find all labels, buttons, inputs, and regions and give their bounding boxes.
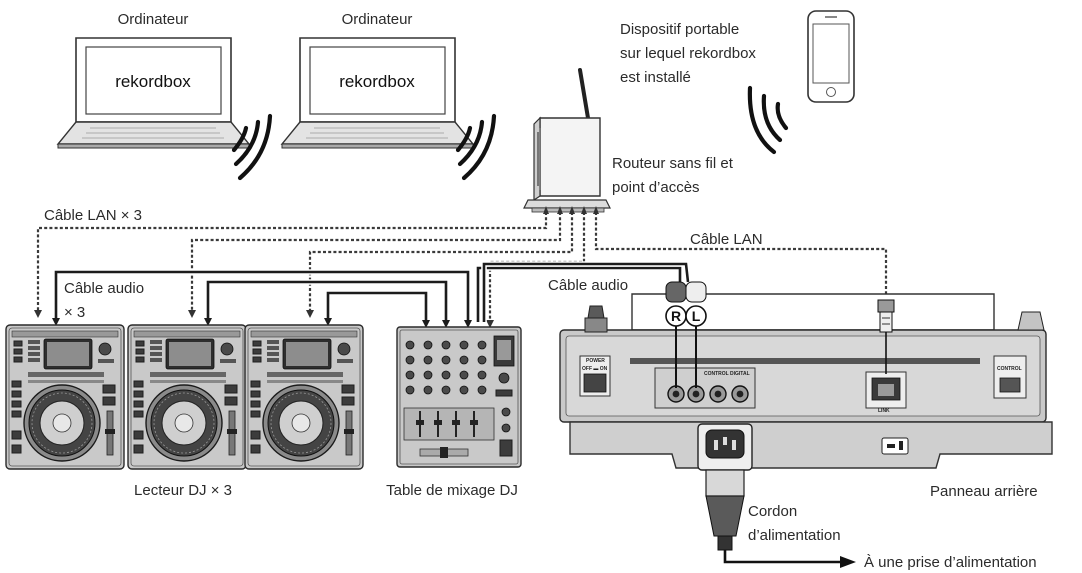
router-label-line-2: point d’accès	[612, 179, 700, 196]
power-cord-label-line-2: d’alimentation	[748, 527, 841, 544]
power-cord-label-line-1: Cordon	[748, 503, 797, 520]
portable-label-line-3: est installé	[620, 69, 691, 86]
audio-cable-x3-label-line-1: Câble audio	[64, 280, 144, 297]
computer-1-screen-text: rekordbox	[115, 72, 191, 91]
rear-panel	[559, 293, 1053, 471]
rear-link-marking: LINK	[878, 408, 890, 414]
power-cord	[705, 469, 856, 568]
rca-plug-r-label: R	[671, 308, 681, 324]
rca-plug-r	[665, 281, 687, 388]
lan-arrowheads	[34, 206, 599, 328]
lan-plug	[877, 299, 895, 374]
power-outlet-label: À une prise d’alimentation	[864, 554, 1037, 571]
audio-cables	[53, 261, 691, 322]
wifi-icon	[231, 113, 273, 181]
dj-player-1	[5, 324, 125, 470]
rear-digital-marking: DIGITAL	[730, 371, 750, 377]
dj-player-3	[244, 324, 364, 470]
computer-2-label: Ordinateur	[342, 11, 413, 28]
portable-device	[807, 10, 855, 103]
mixer-label: Table de mixage DJ	[386, 482, 518, 499]
computer-1	[56, 37, 251, 149]
router-label-line-1: Routeur sans fil et	[612, 155, 734, 172]
computer-2-screen-text: rekordbox	[339, 72, 415, 91]
dj-mixer	[396, 326, 522, 468]
rca-plug-l	[685, 281, 707, 388]
portable-label-line-2: sur lequel rekordbox	[620, 45, 756, 62]
rear-usb-control-marking: CONTROL	[997, 366, 1022, 372]
computer-2	[280, 37, 475, 149]
audio-cable-x3-label-line-2: × 3	[64, 304, 85, 321]
audio-arrowheads	[52, 318, 472, 328]
computer-1-label: Ordinateur	[118, 11, 189, 28]
portable-label-line-1: Dispositif portable	[620, 21, 739, 38]
rear-panel-label: Panneau arrière	[930, 483, 1038, 500]
audio-cable-label: Câble audio	[548, 277, 628, 294]
rca-plug-l-label: L	[692, 308, 701, 324]
dj-player-2	[127, 324, 247, 470]
rear-off-on-marking: OFF ▬ ON	[582, 366, 608, 372]
wireless-router	[523, 68, 611, 213]
wifi-icon	[747, 85, 789, 155]
lan-cables	[35, 212, 889, 322]
lan-cable-label: Câble LAN	[690, 231, 763, 248]
lan-cable-x3-label: Câble LAN × 3	[44, 207, 142, 224]
rear-power-marking: POWER	[586, 358, 605, 364]
wifi-icon	[455, 113, 497, 181]
rear-control-marking: CONTROL	[704, 371, 729, 377]
dj-player-label: Lecteur DJ × 3	[134, 482, 232, 499]
